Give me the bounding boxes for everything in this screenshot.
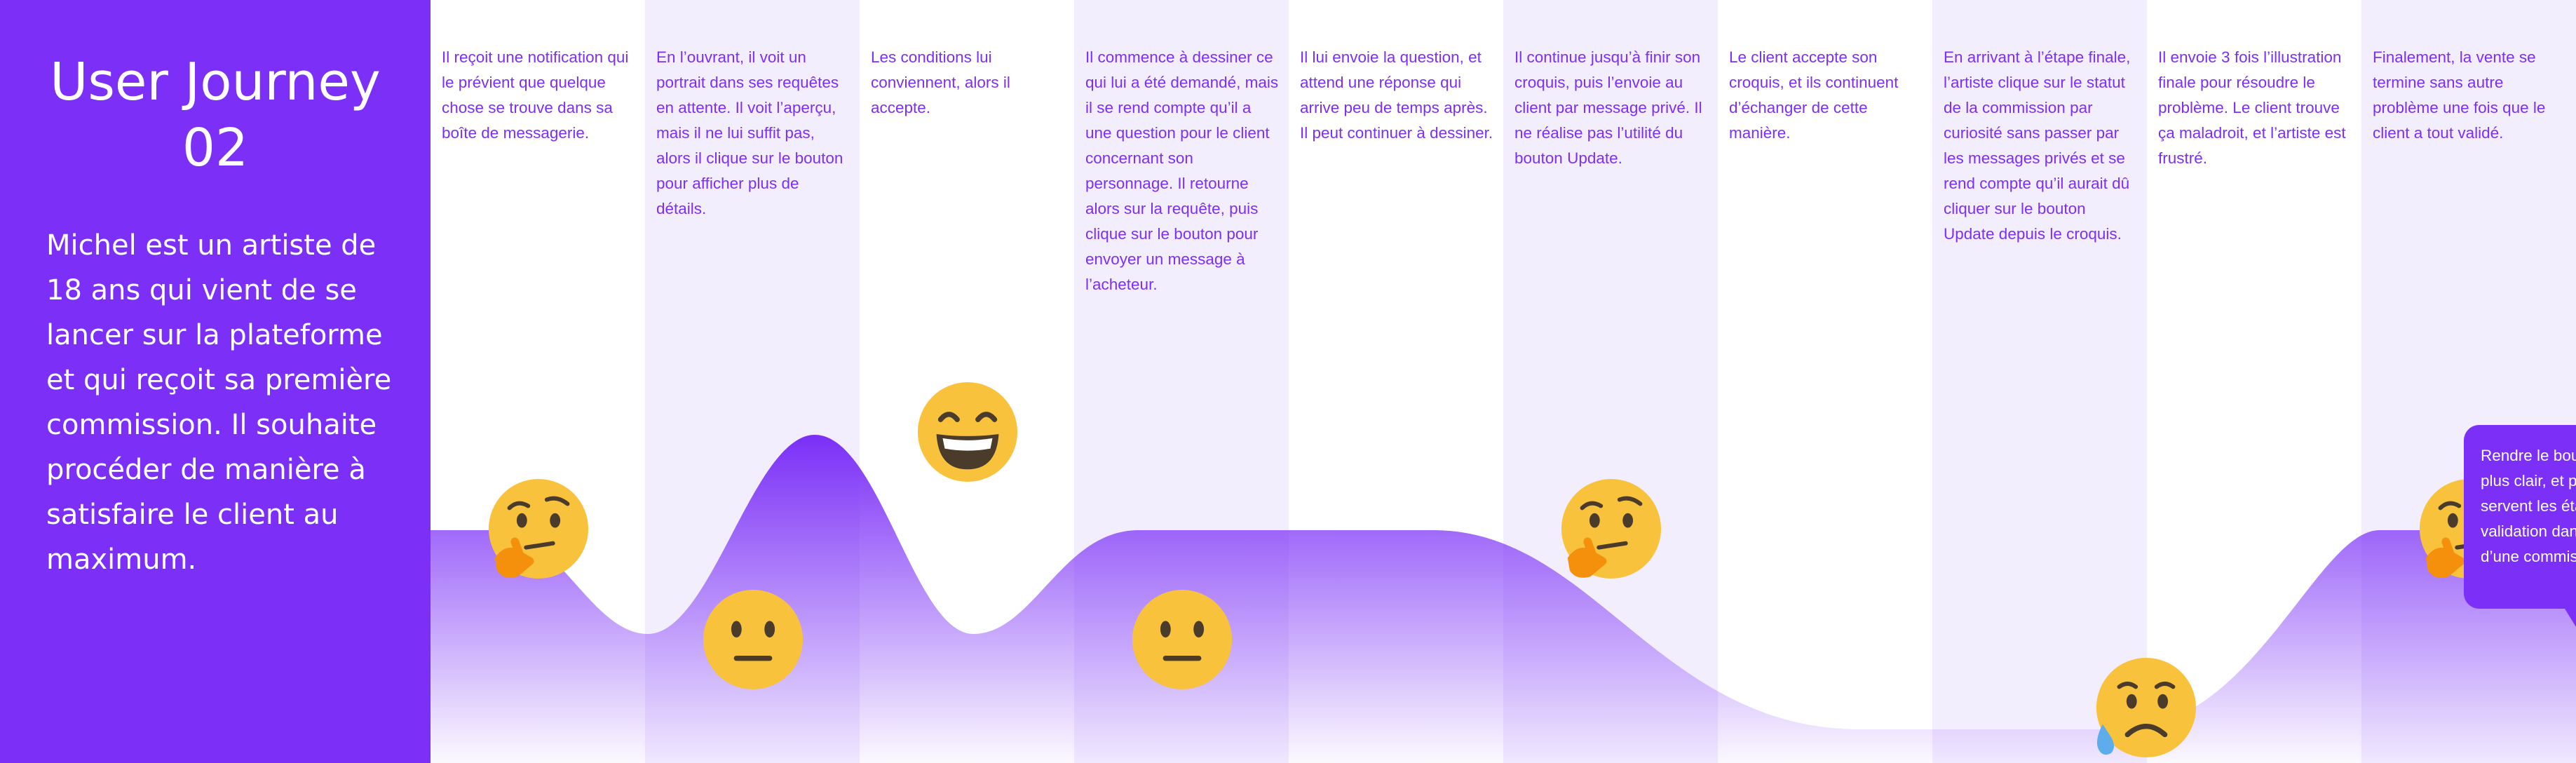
neutral-face-icon (1132, 589, 1233, 690)
journey-title: User Journey 02 (0, 49, 431, 181)
emotion-area (431, 435, 2576, 763)
journey-step-5: Il lui envoie la question, et attend une… (1289, 0, 1503, 763)
persona-panel: User Journey 02 Michel est un artiste de… (0, 0, 431, 763)
callout-text: Rendre le bouton update plus clair, et p… (2481, 447, 2576, 565)
journey-title-line2: 02 (182, 118, 249, 178)
step-text: Il envoie 3 fois l’illustration finale p… (2158, 48, 2346, 167)
journey-steps: Il reçoit une notification qui le prévie… (431, 0, 2576, 763)
step-text: Il commence à dessiner ce qui lui a été … (1085, 48, 1279, 293)
neutral-face-icon (703, 589, 804, 690)
journey-step-8: En arrivant à l’étape finale, l’artiste … (1932, 0, 2147, 763)
step-text: Le client accepte son croquis, et ils co… (1729, 48, 1899, 142)
step-text: Il lui envoie la question, et attend une… (1300, 48, 1493, 142)
improvement-callout: Rendre le bouton update plus clair, et p… (2464, 425, 2576, 627)
step-text: Les conditions lui conviennent, alors il… (871, 48, 1010, 116)
step-text: Finalement, la vente se termine sans aut… (2373, 48, 2546, 142)
thinking-face-icon (488, 478, 589, 579)
thinking-face-icon (1561, 478, 1662, 579)
persona-description: Michel est un artiste de 18 ans qui vien… (46, 229, 392, 576)
emotion-curve (431, 435, 2576, 763)
step-text: Il continue jusqu’à finir son croquis, p… (1514, 48, 1702, 167)
journey-step-9: Il envoie 3 fois l’illustration finale p… (2147, 0, 2361, 763)
sad-sweat-face-icon (2096, 657, 2196, 758)
step-text: En arrivant à l’étape finale, l’artiste … (1944, 48, 2131, 243)
step-text: Il reçoit une notification qui le prévie… (442, 48, 629, 142)
journey-step-7: Le client accepte son croquis, et ils co… (1718, 0, 1932, 763)
journey-title-line1: User Journey (50, 52, 381, 112)
journey-step-1: Il reçoit une notification qui le prévie… (431, 0, 645, 763)
step-text: En l’ouvrant, il voit un portrait dans s… (656, 48, 843, 217)
grinning-face-icon (917, 382, 1018, 482)
journey-step-3: Les conditions lui conviennent, alors il… (860, 0, 1074, 763)
